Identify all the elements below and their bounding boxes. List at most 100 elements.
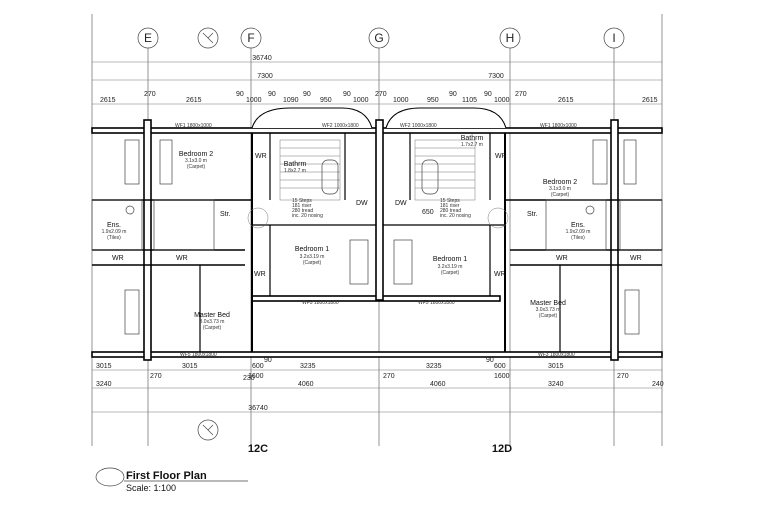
top-dim-0: 2615 <box>100 97 116 104</box>
bed-bedroom1-left-icon <box>349 239 369 285</box>
room-name-master-left: Master Bed <box>194 312 230 319</box>
grid-bubble-i <box>603 27 625 49</box>
room-finish-bedroom1-right: (Carpet) <box>441 270 460 276</box>
room-size-bedroom1-right: 3.2x3.19 m <box>438 264 463 270</box>
stair-width-dim: 650 <box>422 209 434 216</box>
bottom-dim-17: 240 <box>652 381 664 388</box>
room-labels: Bedroom 2 3.1x3.0 m (Carpet) Bedroom 2 3… <box>102 123 642 358</box>
bottom-dim-4: 90 <box>264 357 272 364</box>
room-finish-ens-right: (Tiles) <box>571 235 585 241</box>
bed-bedroom1-right-icon <box>393 239 413 285</box>
bottom-dim-12: 3240 <box>96 381 112 388</box>
bottom-dim-16: 3240 <box>548 381 564 388</box>
grid-bubble-h <box>499 27 521 49</box>
room-size-master-right: 3.0x3.73 m <box>536 307 561 313</box>
unit-label-12c: 12C <box>248 443 268 455</box>
party-wall-g <box>375 119 384 301</box>
party-wall-e <box>143 119 152 361</box>
room-name-ens-left: Ens. <box>107 222 121 229</box>
top-dim-1: 270 <box>144 91 156 98</box>
top-dim-18: 270 <box>515 91 527 98</box>
grid-letter-i: I <box>612 31 615 45</box>
window-wf5b: WF5 1800x1800 <box>180 352 217 358</box>
stair-right-l3: 280 tread <box>440 208 461 214</box>
room-name-bedroom1-right: Bedroom 1 <box>433 256 467 263</box>
bathtub-left-icon <box>321 159 339 195</box>
room-size-bathroom-left: 1.8x2.7 m <box>284 168 306 174</box>
top-dim-7: 90 <box>303 91 311 98</box>
wr-label-4: WR <box>176 255 188 262</box>
top-dim-19: 2615 <box>558 97 574 104</box>
bottom-dim-2: 3015 <box>182 363 198 370</box>
dw-label-left: DW <box>356 200 368 207</box>
bed-side-left-icon <box>159 139 173 185</box>
wr-label-2: WR <box>495 153 507 160</box>
top-dim-6: 1090 <box>283 97 299 104</box>
room-size-master-left: 3.0x3.73 m <box>200 319 225 325</box>
bed-bedroom2-left-icon <box>124 139 140 185</box>
room-size-bedroom1-left: 3.2x3.19 m <box>300 254 325 260</box>
grid-letter-g: G <box>374 31 383 45</box>
window-wf1: WF1 1800x1000 <box>175 123 212 129</box>
grid-letter-h: H <box>506 31 515 45</box>
grid-bubble-e <box>137 27 159 49</box>
stair-left-l2: 181 riser <box>292 203 312 209</box>
window-wf2a: WF2 1000x1800 <box>322 123 359 129</box>
bottom-dim-11: 270 <box>617 373 629 380</box>
wr-label-3: WR <box>112 255 124 262</box>
half-dim-right: 7300 <box>488 73 504 80</box>
north-arrow-bottom-icon <box>197 419 219 441</box>
half-dim-left: 7300 <box>257 73 273 80</box>
top-dim-9: 90 <box>343 91 351 98</box>
room-finish-master-left: (Carpet) <box>203 325 222 331</box>
bathtub-right-icon <box>421 159 439 195</box>
north-arrow-icon <box>197 27 219 49</box>
stair-left-l1: 15 Steps <box>292 198 312 204</box>
top-dim-17: 1000 <box>494 97 510 104</box>
room-name-bedroom2-left: Bedroom 2 <box>179 151 213 158</box>
room-finish-ens-left: (Tiles) <box>107 235 121 241</box>
room-finish-bedroom2-right: (Carpet) <box>551 192 570 198</box>
top-dim-8: 950 <box>320 97 332 104</box>
top-dim-2: 2615 <box>186 97 202 104</box>
unit-label-12d: 12D <box>492 443 512 455</box>
str-label-left: Str. <box>220 211 231 218</box>
room-name-bedroom2-right: Bedroom 2 <box>543 179 577 186</box>
bottom-dim-15: 4060 <box>430 381 446 388</box>
top-dim-10: 1000 <box>353 97 369 104</box>
top-dim-5: 90 <box>268 91 276 98</box>
room-finish-bedroom2-left: (Carpet) <box>187 164 206 170</box>
bottom-dim-1: 270 <box>150 373 162 380</box>
stair-right-l2: 181 riser <box>440 203 460 209</box>
overall-dim-bottom: 36740 <box>248 405 268 412</box>
bottom-dim-8: 90 <box>486 357 494 364</box>
grid-letter-e: E <box>144 31 152 45</box>
wr-label-6: WR <box>630 255 642 262</box>
window-wf5: WF5 1800x1800 <box>418 300 455 306</box>
grid-bubble-g <box>368 27 390 49</box>
stair-right-l4: inc. 20 nosing <box>440 213 471 219</box>
toilet-left-icon <box>125 205 135 215</box>
toilet-right-icon <box>585 205 595 215</box>
room-name-bathroom-right: Bathrm <box>461 135 484 142</box>
room-name-master-right: Master Bed <box>530 300 566 307</box>
room-size-bathroom-right: 1.7x2.7 m <box>461 142 483 148</box>
room-finish-master-right: (Carpet) <box>539 313 558 319</box>
drawing-scale: Scale: 1:100 <box>126 483 177 493</box>
top-dim-11: 270 <box>375 91 387 98</box>
str-label-right: Str. <box>527 211 538 218</box>
top-dim-20: 2615 <box>642 97 658 104</box>
top-dim-4: 1000 <box>246 97 262 104</box>
bottom-dim-0: 3015 <box>96 363 112 370</box>
window-wf3b: WF3 1800x1800 <box>538 352 575 358</box>
bottom-dim-5: 3235 <box>300 363 316 370</box>
top-dim-14: 90 <box>449 91 457 98</box>
title-bubble-icon <box>95 467 125 487</box>
top-dim-12: 1000 <box>393 97 409 104</box>
wr-label-5: WR <box>556 255 568 262</box>
exterior-walls <box>91 107 663 361</box>
room-size-bedroom2-right: 3.1x3.0 m <box>549 186 571 192</box>
room-finish-bedroom1-left: (Carpet) <box>303 260 322 266</box>
top-dimensions: 36740 7300 7300 2615 270 2615 90 1000 90… <box>92 55 662 105</box>
